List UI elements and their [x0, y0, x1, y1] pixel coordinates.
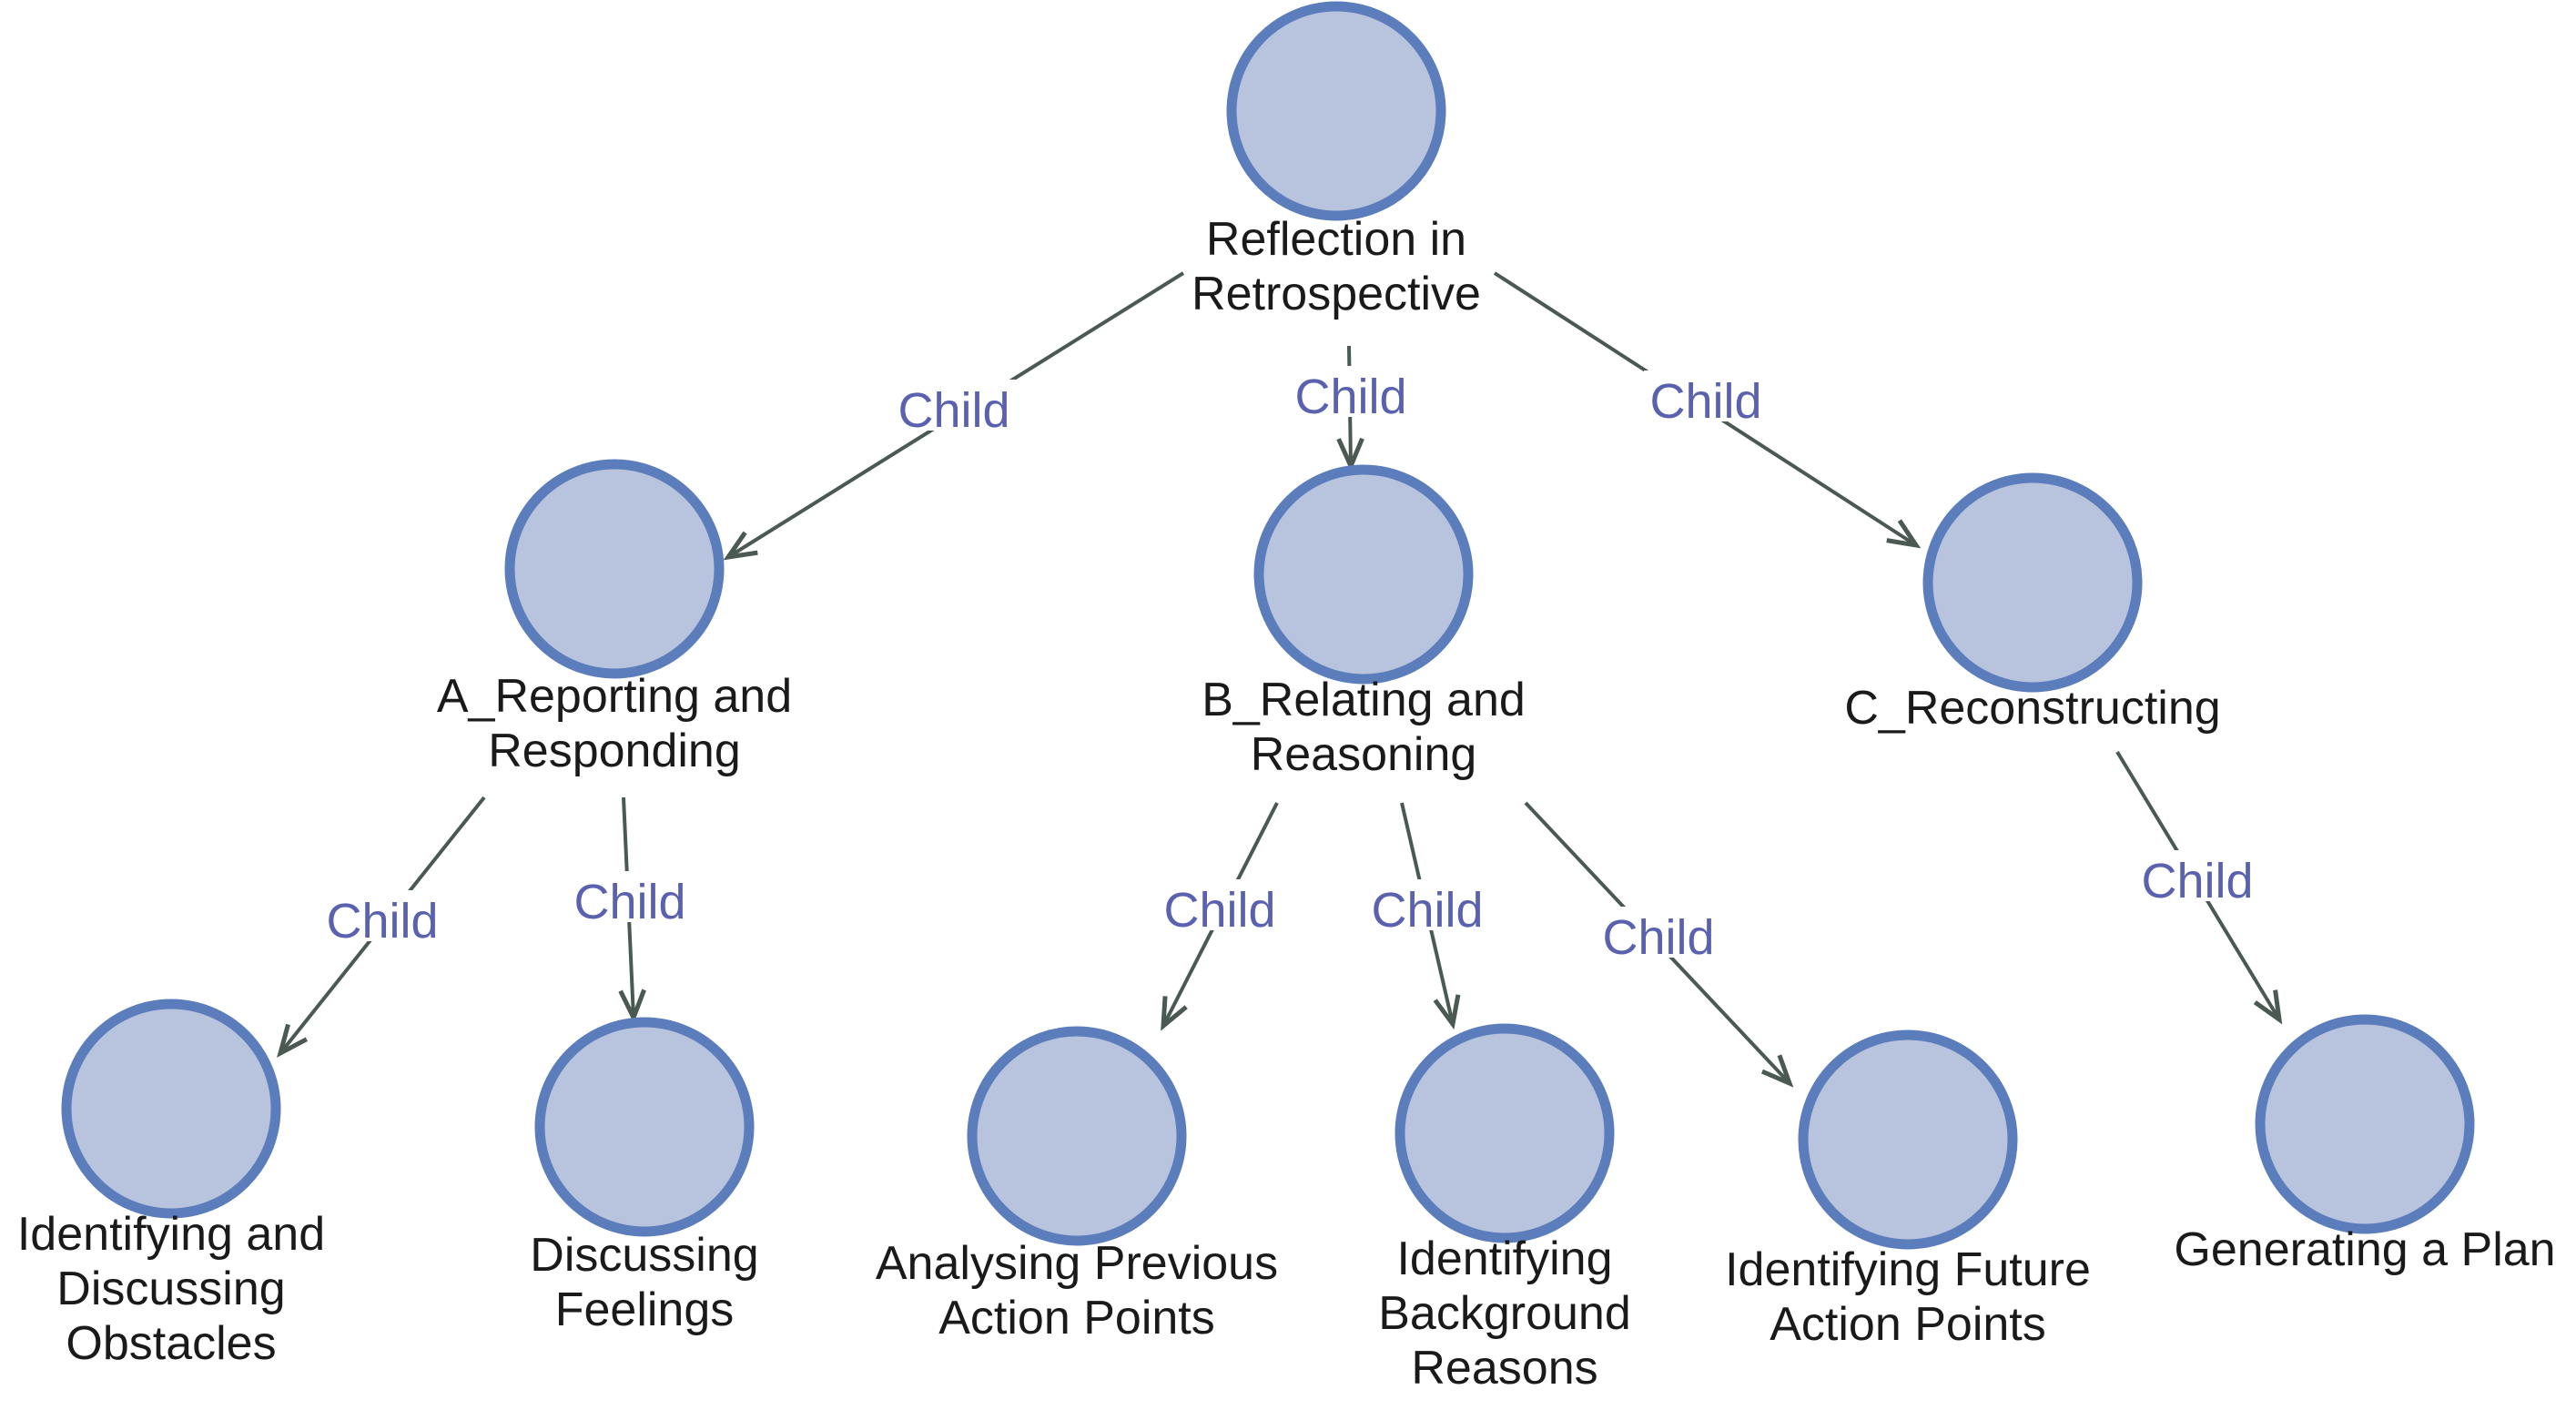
node-circle[interactable]	[1253, 464, 1474, 685]
arrowhead-icon	[618, 989, 646, 1024]
edge-c-c1: Child	[2115, 750, 2283, 1025]
arrowhead-icon	[1886, 519, 1922, 549]
edge-a-a2: Child	[568, 796, 692, 1024]
edge-label: Child	[326, 894, 438, 948]
node-c1[interactable]: Generating a Plan	[2174, 1014, 2556, 1276]
node-label-line: Analysing Previous	[876, 1237, 1278, 1290]
edge-label: Child	[2141, 854, 2253, 908]
node-circle[interactable]	[1226, 1, 1446, 221]
node-label-line: B_Relating and	[1202, 674, 1526, 726]
node-label-line: Reflection in	[1206, 213, 1466, 266]
node-c[interactable]: C_Reconstructing	[1844, 472, 2221, 735]
edge-label: Child	[898, 383, 1009, 438]
edge-label: Child	[1371, 883, 1483, 938]
node-circle[interactable]	[2255, 1014, 2475, 1234]
edge-a-a1: Child	[277, 796, 486, 1058]
edge-label: Child	[1294, 370, 1406, 424]
arrowhead-icon	[277, 1023, 309, 1058]
arrowhead-icon	[2253, 989, 2283, 1025]
node-label-line: Retrospective	[1192, 268, 1481, 320]
edge-label: Child	[1649, 374, 1761, 429]
node-circle[interactable]	[1922, 472, 2143, 693]
edge-label-background	[1644, 370, 1768, 421]
node-label-line: Identifying	[1396, 1232, 1612, 1285]
node-label-line: Action Points	[1770, 1298, 2046, 1351]
arrowhead-icon	[723, 531, 758, 561]
edge-label-background	[568, 871, 692, 922]
arrowhead-icon	[1161, 996, 1188, 1031]
edge-root-b: Child	[1289, 345, 1413, 472]
edge-label: Child	[573, 875, 685, 929]
node-circle[interactable]	[1394, 1023, 1615, 1243]
node-label-line: Obstacles	[66, 1317, 276, 1370]
node-label: C_Reconstructing	[1844, 682, 2220, 735]
node-label-line: Reasoning	[1251, 728, 1477, 781]
node-label-line: A_Reporting and	[437, 670, 792, 723]
edge-label-background	[320, 890, 444, 941]
edge-b-b3: Child	[1524, 801, 1794, 1088]
edge-label-background	[892, 380, 1016, 431]
edge-b-b1: Child	[1158, 802, 1282, 1031]
node-label-line: Responding	[488, 725, 741, 777]
edge-label-background	[1289, 366, 1413, 417]
edge-label-background	[1365, 879, 1489, 930]
edge-label-background	[2135, 850, 2259, 901]
node-label-line: Action Points	[938, 1292, 1215, 1344]
edge-b-b2: Child	[1365, 802, 1489, 1030]
edge-label-background	[1597, 907, 1720, 958]
arrowhead-icon	[1433, 994, 1461, 1030]
node-circle[interactable]	[534, 1017, 755, 1237]
node-label-line: Background	[1378, 1287, 1631, 1340]
edge-label: Child	[1163, 883, 1275, 938]
node-label-line: Feelings	[555, 1283, 735, 1336]
arrowhead-icon	[1760, 1054, 1794, 1088]
edge-label: Child	[1602, 910, 1714, 965]
node-label: Generating a Plan	[2174, 1223, 2555, 1276]
node-circle[interactable]	[967, 1026, 1187, 1246]
edge-root-a: Child	[723, 271, 1185, 561]
node-label-line: Discussing	[530, 1229, 758, 1282]
node-label-line: Reasons	[1411, 1342, 1597, 1395]
node-label-line: Identifying Future	[1725, 1243, 2091, 1296]
node-label-line: Generating a Plan	[2174, 1223, 2555, 1276]
node-label-line: C_Reconstructing	[1844, 682, 2220, 735]
node-circle[interactable]	[61, 999, 281, 1219]
edge-root-c: Child	[1493, 271, 1922, 549]
node-label-line: Discussing	[56, 1263, 285, 1315]
node-circle[interactable]	[504, 459, 725, 679]
edge-label-background	[1158, 879, 1282, 930]
node-label-line: Identifying and	[17, 1208, 325, 1261]
node-circle[interactable]	[1798, 1030, 2018, 1250]
